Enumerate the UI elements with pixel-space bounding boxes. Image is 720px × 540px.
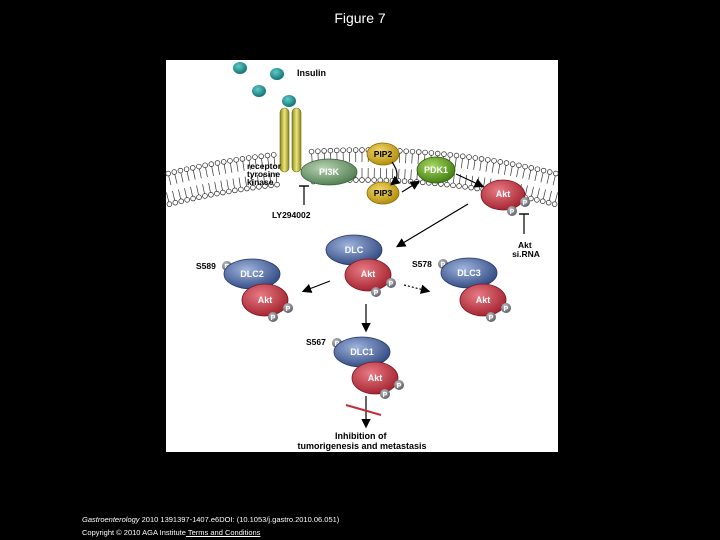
dlc1-label: DLC1 [350,347,374,357]
dlc2-label: DLC2 [240,269,264,279]
phospho-icon: P [486,312,496,322]
svg-text:P: P [397,383,402,390]
receptor-tyrosine-kinase [279,107,302,173]
svg-text:P: P [389,281,394,288]
receptor-label: receptor tyrosine kinase [247,161,283,187]
pip2-to-pip3-arrow [390,161,401,186]
pi3k-node [300,158,358,186]
pdk1-label: PDK1 [424,165,448,175]
akt-center-label: Akt [361,269,376,279]
akt-dlc3-label: Akt [476,295,491,305]
s578-label: S578 [412,259,432,269]
phospho-icon: P [371,287,381,297]
phospho-icon: P [501,303,511,313]
akt-dlc3-node [459,283,507,317]
phospho-icon: P [380,389,390,399]
phospho-icon: P [394,380,404,390]
pi3k-label: PI3K [319,167,340,177]
akt-sirna-label: Akt si.RNA [512,240,540,259]
svg-text:P: P [441,262,446,269]
ly294002-label: LY294002 [272,210,311,220]
pip2-node [366,142,400,166]
outcome-label: Inhibition of tumorigenesis and metastas… [297,431,426,451]
akt-membrane-node [480,179,526,211]
terms-link[interactable]: Terms and Conditions [185,528,261,537]
insulin-label: Insulin [297,68,326,78]
figure-panel: Insulin receptor tyrosine kinase PI3K PI… [166,60,558,452]
akt-to-dlc-arrow [395,203,469,248]
pip3-node [366,181,400,205]
to-dlc2-arrow [301,280,331,293]
svg-text:P: P [383,392,388,399]
svg-text:P: P [523,200,528,207]
phospho-icon: P [268,312,278,322]
akt-dlc2-node [241,283,289,317]
phospho-icon: P [520,197,530,207]
insulin-molecules [233,62,296,107]
citation: Gastroenterology 2010 1391397-1407.e6DOI… [82,515,339,524]
pdk1-node [416,156,456,184]
svg-text:P: P [374,290,379,297]
akt-dlc1-label: Akt [368,373,383,383]
phospho-icon: P [507,206,517,216]
svg-text:P: P [510,209,515,216]
s589-label: S589 [196,261,216,271]
svg-text:P: P [271,315,276,322]
to-dlc3-arrow [403,284,431,294]
copyright: Copyright © 2010 AGA Institute Terms and… [82,528,260,537]
pip3-to-pdk1-arrow [401,180,421,193]
akt-center-node [344,258,392,292]
akt-dlc1-node [351,361,399,395]
akt-dlc2-label: Akt [258,295,273,305]
pip2-label: PIP2 [374,149,393,159]
copyright-text: Copyright © 2010 AGA Institute [82,528,186,537]
akt-membrane-label: Akt [496,189,511,199]
phospho-icon: P [283,303,293,313]
dlc3-label: DLC3 [457,268,481,278]
svg-text:P: P [286,306,291,313]
blocked-mark [345,404,382,416]
citation-text: 2010 1391397-1407.e6DOI: (10.1053/j.gast… [139,515,340,524]
journal-name: Gastroenterology [82,515,140,524]
dlc-label: DLC [345,245,364,255]
slide-title: Figure 7 [334,10,386,26]
svg-text:P: P [504,306,509,313]
pip3-label: PIP3 [374,188,393,198]
s567-label: S567 [306,337,326,347]
pdk1-to-akt-arrow [455,173,485,188]
phospho-icon: P [386,278,396,288]
svg-text:P: P [489,315,494,322]
